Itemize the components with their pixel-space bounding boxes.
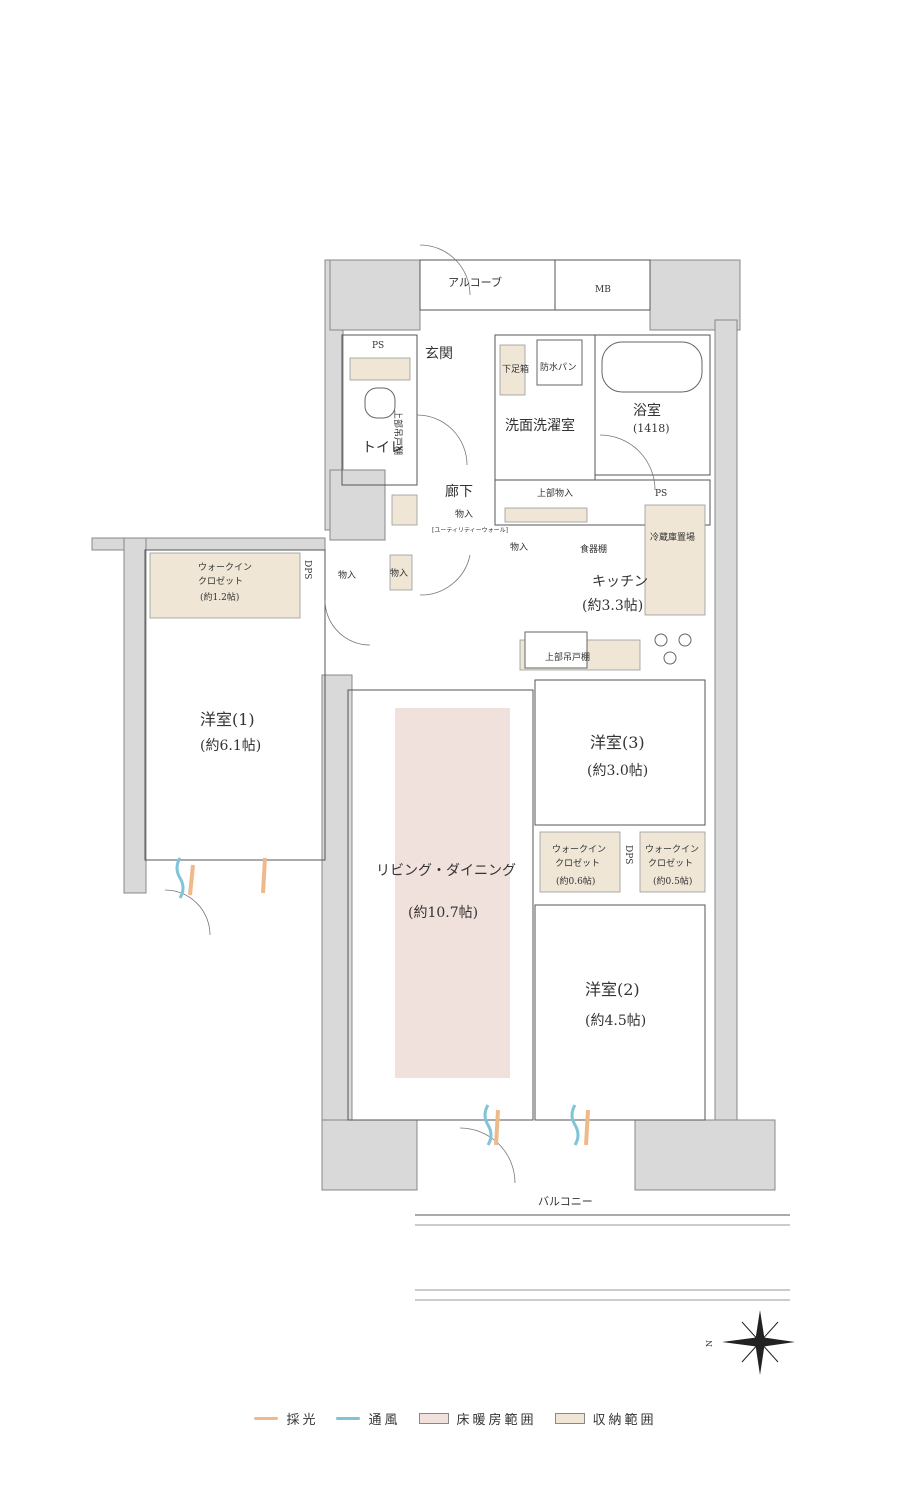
label-mono-kitchen: 物入: [510, 541, 528, 553]
label-kitchen: キッチン: [592, 574, 648, 590]
label-bouhan: 防水パン: [540, 361, 576, 373]
label-living: リビング・ダイニング: [376, 863, 516, 879]
label-washroom: 洗面洗濯室: [505, 417, 575, 434]
label-fridge: 冷蔵庫置場: [650, 531, 695, 543]
label-mono-hall: 物入: [455, 508, 473, 520]
label-dps: DPS: [302, 560, 312, 579]
legend-floor-heat: 床暖房範囲: [418, 1409, 537, 1428]
label-hallway: 廊下: [445, 483, 473, 500]
label-wic2-size: (約0.6帖): [556, 875, 595, 887]
label-genkan: 玄関: [425, 345, 453, 362]
legend-storage-label: 収納範囲: [592, 1412, 657, 1428]
doors: [164, 244, 656, 1184]
compass-north-label: N: [705, 1340, 714, 1347]
room-labels: アルコーブ MB PS 玄関 下足箱 防水パン トイレ 上部吊戸棚 洗面洗濯室 …: [198, 275, 699, 1208]
label-ps-top: PS: [372, 341, 384, 351]
floor-heat-swatch: [418, 1412, 449, 1424]
label-wic1-b: クロゼット: [198, 575, 243, 587]
floor-heating-area: [395, 708, 510, 1078]
label-kitchen-cabinet: 上部吊戸棚: [545, 651, 590, 663]
label-mono2: 物入: [390, 567, 408, 579]
light-icon: [254, 1416, 279, 1420]
label-room3: 洋室(3): [590, 733, 645, 752]
label-mono1: 物入: [338, 569, 356, 581]
label-wic2-b: クロゼット: [555, 857, 600, 869]
label-shoe-box: 下足箱: [502, 363, 529, 375]
legend-floor-heat-label: 床暖房範囲: [456, 1412, 537, 1428]
wind-icon: [336, 1416, 361, 1420]
label-wic3-size: (約0.5帖): [653, 875, 692, 887]
label-toilet: トイレ: [362, 440, 404, 456]
label-alcove: アルコーブ: [448, 275, 502, 289]
label-wic2-a: ウォークイン: [552, 844, 606, 855]
compass-icon: N: [705, 1310, 795, 1375]
interior-lines: [144, 259, 790, 1301]
storage-swatch: [554, 1412, 585, 1424]
label-bath-size: (1418): [633, 422, 670, 435]
legend-light-label: 採光: [286, 1412, 319, 1428]
storage-areas: [149, 344, 706, 893]
label-wic1-a: ウォークイン: [198, 562, 252, 573]
walls: [91, 259, 776, 1191]
legend-storage: 収納範囲: [554, 1409, 657, 1428]
fixtures: [364, 339, 703, 669]
label-mono-hall-note: [ユーティリティーウォール]: [432, 526, 508, 534]
label-mb: MB: [595, 285, 611, 295]
label-room2: 洋室(2): [585, 980, 640, 999]
label-balcony: バルコニー: [538, 1195, 593, 1208]
label-wic3-b: クロゼット: [648, 857, 693, 869]
label-toilet-cabinet: 上部吊戸棚: [392, 410, 404, 455]
light-wind-markers: [175, 857, 590, 1146]
label-upper-mono: 上部物入: [537, 487, 573, 499]
label-ps-kitchen: PS: [655, 489, 667, 499]
label-room3-size: (約3.0帖): [587, 763, 648, 779]
label-bath: 浴室: [633, 402, 661, 419]
label-room2-size: (約4.5帖): [585, 1013, 646, 1029]
label-room1-size: (約6.1帖): [200, 738, 261, 754]
floor-plan: アルコーブ MB PS 玄関 下足箱 防水パン トイレ 上部吊戸棚 洗面洗濯室 …: [91, 244, 795, 1375]
label-shokki: 食器棚: [580, 543, 607, 555]
label-dps2: DPS: [623, 845, 633, 864]
legend-light: 採光: [254, 1409, 318, 1428]
label-room1: 洋室(1): [200, 710, 255, 729]
label-wic1-size: (約1.2帖): [200, 591, 239, 603]
legend-wind: 通風: [336, 1409, 400, 1428]
label-living-size: (約10.7帖): [408, 905, 478, 921]
legend: 採光 通風 床暖房範囲 収納範囲: [0, 1408, 911, 1428]
label-wic3-a: ウォークイン: [645, 844, 699, 855]
legend-wind-label: 通風: [368, 1412, 401, 1428]
label-kitchen-size: (約3.3帖): [582, 598, 643, 614]
